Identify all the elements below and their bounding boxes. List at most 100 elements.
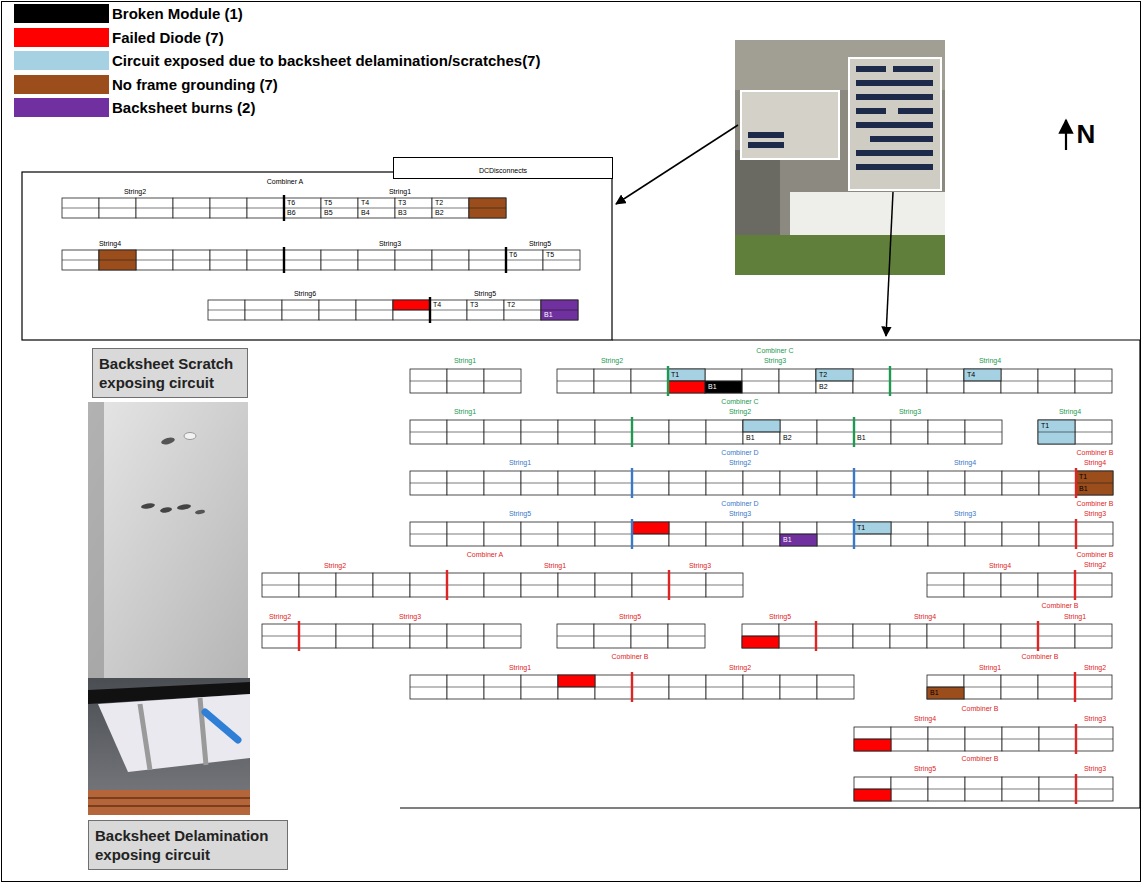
pv-module-label: T6 (506, 250, 543, 270)
module-divider (927, 585, 964, 586)
module-divider (631, 381, 668, 382)
pv-module (928, 471, 965, 495)
module-divider (373, 636, 410, 637)
fault-cell (541, 300, 578, 320)
module-divider (1038, 687, 1075, 688)
string-separator (1075, 724, 1077, 754)
module-divider (669, 483, 706, 484)
pv-module (1039, 727, 1076, 751)
pv-module (817, 522, 854, 546)
module-row (410, 519, 1113, 549)
module-divider (558, 687, 595, 688)
pv-module (595, 522, 632, 546)
module-divider (854, 534, 891, 535)
pv-module (631, 369, 668, 393)
module-divider (928, 534, 965, 535)
photo-panels (748, 132, 784, 138)
legend-swatch (14, 98, 109, 117)
module-divider (447, 585, 484, 586)
module-divider (780, 483, 817, 484)
photo-bracket (140, 698, 206, 770)
pv-module (484, 369, 521, 393)
pv-module-label: T5 (543, 250, 580, 270)
module-divider (245, 310, 282, 311)
pv-module (321, 250, 358, 270)
string-label: String3 (729, 510, 751, 517)
pv-module (1001, 675, 1038, 699)
scratch-mark (160, 506, 173, 513)
module-divider (558, 432, 595, 433)
string-label: String5 (914, 765, 936, 772)
string-label: String6 (294, 290, 316, 297)
string-label: String1 (509, 664, 531, 671)
module-divider (506, 260, 543, 261)
string-label: String2 (324, 562, 346, 569)
module-divider (816, 636, 853, 637)
photo-panels (856, 108, 886, 114)
module-divider (668, 636, 705, 637)
fault-cell (743, 420, 780, 432)
pv-module (373, 573, 410, 597)
photo-building (741, 91, 839, 159)
module-divider (706, 585, 743, 586)
module-divider (469, 208, 506, 209)
module-id: T1 (1041, 420, 1049, 432)
photo-panels (856, 122, 933, 128)
legend-swatch (14, 51, 109, 70)
pv-module (742, 369, 779, 393)
pv-module (62, 198, 99, 218)
pv-module (173, 198, 210, 218)
north-arrow (1065, 120, 1067, 150)
pv-module (632, 522, 669, 546)
pv-module (706, 573, 743, 597)
module-divider (558, 585, 595, 586)
pv-module (358, 250, 395, 270)
module-divider (521, 687, 558, 688)
string-separator (283, 195, 285, 221)
module-divider (484, 483, 521, 484)
pv-module (136, 198, 173, 218)
string-label: String3 (954, 510, 976, 517)
string-label: String2 (124, 188, 146, 195)
pv-module (521, 522, 558, 546)
module-divider (432, 208, 469, 209)
string-label: Combiner B (1077, 500, 1114, 507)
pv-module (447, 624, 484, 648)
pv-module (543, 250, 580, 270)
module-divider (705, 381, 742, 382)
module-divider (854, 739, 891, 740)
module-divider (262, 585, 299, 586)
module-divider (595, 585, 632, 586)
pv-module (743, 522, 780, 546)
pv-module (594, 369, 631, 393)
pv-module (780, 522, 817, 546)
pv-module (780, 420, 817, 444)
module-divider (594, 381, 631, 382)
fault-cell (964, 369, 1001, 381)
string-label: String2 (729, 459, 751, 466)
string-label: String5 (769, 613, 791, 620)
pv-module (447, 522, 484, 546)
module-divider (928, 432, 965, 433)
string-separator (631, 417, 633, 447)
pv-module (484, 420, 521, 444)
pv-module-label: T6B6 (284, 198, 321, 218)
legend-swatch (14, 28, 109, 47)
string-label: String1 (544, 562, 566, 569)
pv-module (1002, 471, 1039, 495)
pv-module (319, 300, 356, 320)
module-divider (891, 739, 928, 740)
module-divider (521, 534, 558, 535)
module-divider (927, 687, 964, 688)
pv-module (558, 471, 595, 495)
module-divider (319, 310, 356, 311)
pv-module (965, 777, 1002, 801)
module-id: T4 (361, 198, 369, 208)
module-id: T5 (324, 198, 332, 208)
module-id: T1 (671, 369, 679, 381)
module-divider (743, 534, 780, 535)
module-divider (1001, 636, 1038, 637)
pv-module (521, 471, 558, 495)
